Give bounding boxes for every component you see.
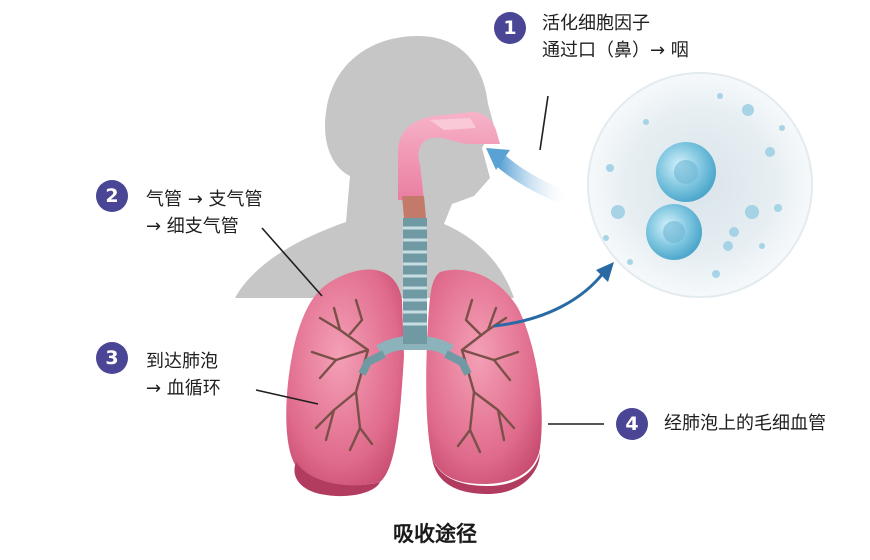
leader-line-2 [261, 227, 323, 297]
lungs-icon [286, 269, 542, 497]
breath-arrow-icon [486, 148, 577, 207]
trachea-rings [403, 226, 427, 326]
step-3-line1: 到达肺泡 [146, 351, 218, 372]
step-3-line2: → 血循环 [146, 378, 221, 399]
leader-line-1 [539, 95, 549, 151]
step-2-line1: 气管 → 支气管 [146, 189, 263, 210]
cell-microscope-icon [587, 72, 813, 298]
head-silhouette-icon [235, 36, 514, 298]
step-4-badge: 4 [616, 408, 648, 440]
step-2-badge: 2 [96, 180, 128, 212]
step-1-badge: 1 [494, 12, 526, 44]
step-3-badge: 3 [96, 342, 128, 374]
step-1-line2: 通过口（鼻）→ 咽 [542, 40, 689, 61]
leader-lines [255, 95, 604, 425]
diagram-caption: 吸收途径 [393, 522, 477, 546]
step-4-line1: 经肺泡上的毛细血管 [664, 413, 826, 434]
trachea-icon [358, 218, 472, 376]
step-2-line2: → 细支气管 [146, 216, 239, 237]
airway-icon [398, 112, 500, 218]
arrow-icon [493, 262, 614, 328]
leader-line-3 [255, 389, 319, 405]
step-1-line1: 活化细胞因子 [542, 13, 650, 34]
